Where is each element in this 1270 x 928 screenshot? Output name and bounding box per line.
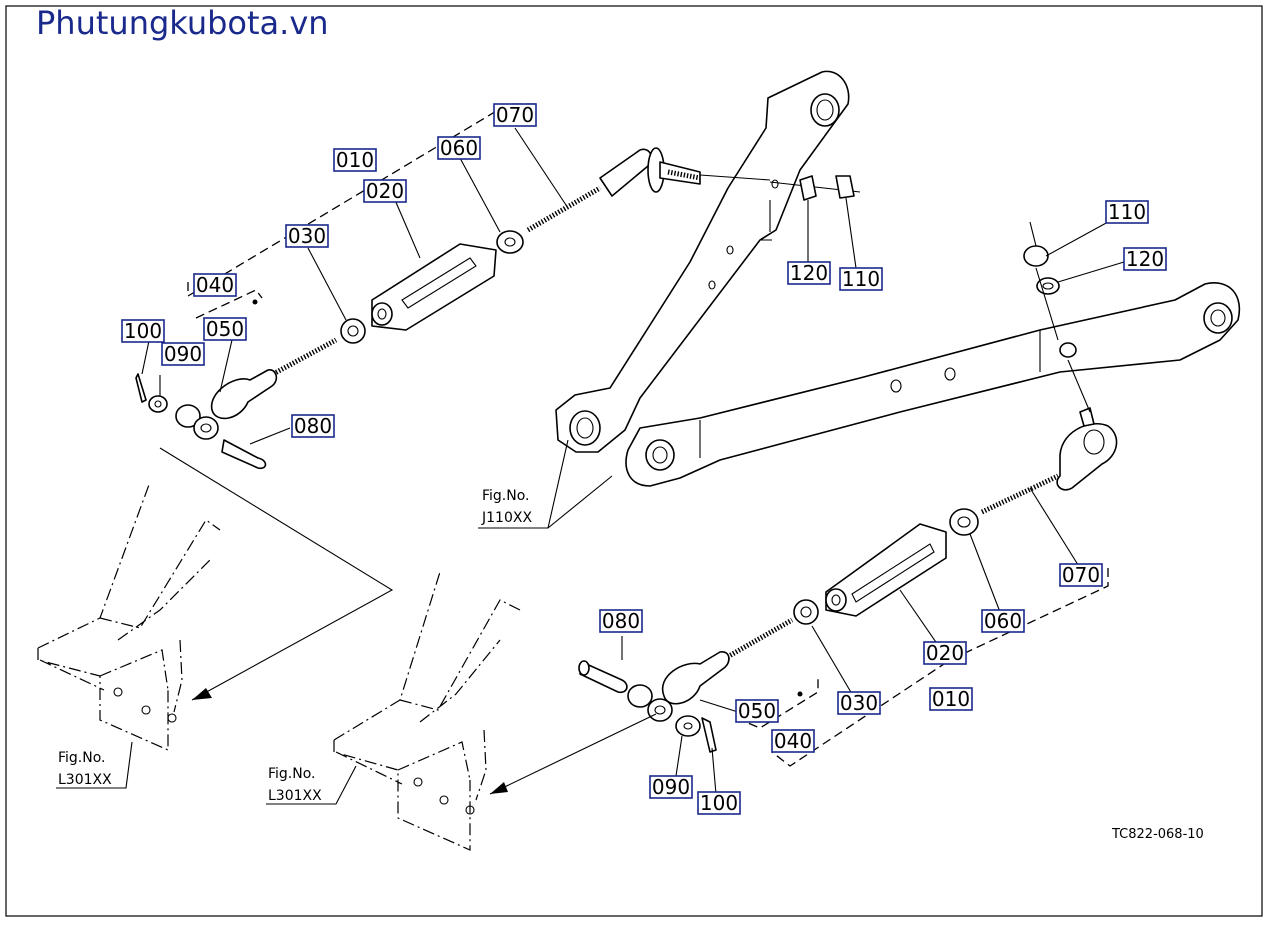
part-label-text: 120: [1126, 247, 1164, 271]
diagram-code: TC822-068-10: [1111, 827, 1204, 842]
part-label-left-040[interactable]: 040: [193, 273, 237, 297]
part-label-left-060[interactable]: 060: [437, 136, 481, 160]
part-label-right-120[interactable]: 120: [1123, 247, 1167, 271]
part-label-right-080[interactable]: 080: [599, 609, 643, 633]
ref-l301-left-line1: Fig.No.: [58, 750, 106, 766]
part-label-text: 100: [124, 319, 162, 343]
part-label-box[interactable]: [193, 273, 237, 297]
ref-leader-j110: [478, 439, 613, 529]
part-label-box[interactable]: [285, 224, 329, 248]
part-label-box[interactable]: [923, 641, 967, 665]
part-label-left-050[interactable]: 050: [203, 317, 247, 341]
lift-arm-lower: [625, 282, 1241, 487]
part-label-box[interactable]: [203, 317, 247, 341]
part-label-box[interactable]: [1105, 200, 1149, 224]
watermark: Phutungkubota.vn: [36, 4, 329, 42]
part-label-right-090[interactable]: 090: [649, 775, 693, 799]
part-label-box[interactable]: [291, 414, 335, 438]
part-label-text: 110: [1108, 200, 1146, 224]
part-label-box[interactable]: [333, 148, 377, 172]
part-label-text: 060: [440, 136, 478, 160]
part-label-text: 050: [738, 699, 776, 723]
lift-arm-upper: [555, 70, 850, 453]
part-label-left-100[interactable]: 100: [121, 319, 165, 343]
part-label-box[interactable]: [1123, 247, 1167, 271]
part-label-text: 020: [366, 179, 404, 203]
ref-l301-left-line2: L301XX: [58, 772, 112, 788]
part-label-text: 030: [288, 224, 326, 248]
ref-l301-right-line1: Fig.No.: [268, 766, 316, 782]
part-label-text: 060: [984, 609, 1022, 633]
part-label-left-080[interactable]: 080: [291, 414, 335, 438]
ref-l301-right-line2: L301XX: [268, 788, 322, 804]
part-label-text: 080: [294, 414, 332, 438]
part-label-box[interactable]: [771, 729, 815, 753]
part-label-right-100[interactable]: 100: [697, 791, 741, 815]
part-label-text: 030: [840, 691, 878, 715]
bracket-right: [333, 571, 657, 851]
part-label-box[interactable]: [121, 319, 165, 343]
part-label-box[interactable]: [1059, 563, 1103, 587]
part-label-right-070[interactable]: 070: [1059, 563, 1103, 587]
part-label-text: 040: [196, 273, 234, 297]
ref-leader-l301-left: [56, 741, 133, 789]
bracket-left: [37, 447, 394, 751]
part-label-left-020[interactable]: 020: [363, 179, 407, 203]
part-label-text: 010: [336, 148, 374, 172]
part-label-right-040[interactable]: 040: [771, 729, 815, 753]
part-label-right-020[interactable]: 020: [923, 641, 967, 665]
part-label-right-060[interactable]: 060: [981, 609, 1025, 633]
part-label-box[interactable]: [837, 691, 881, 715]
part-label-text: 010: [932, 687, 970, 711]
page-border: [5, 5, 1263, 917]
part-label-text: 040: [774, 729, 812, 753]
part-label-text: 090: [164, 342, 202, 366]
check-chain-assembly-right: [578, 359, 1118, 795]
check-chain-assembly-left: [135, 103, 701, 470]
part-label-right-050[interactable]: 050: [735, 699, 779, 723]
part-label-box[interactable]: [161, 342, 205, 366]
nut-washer-right: [1023, 221, 1125, 341]
part-label-box[interactable]: [599, 609, 643, 633]
part-label-left-090[interactable]: 090: [161, 342, 205, 366]
part-label-upper-120[interactable]: 120: [787, 261, 831, 285]
part-label-box[interactable]: [437, 136, 481, 160]
part-label-text: 020: [926, 641, 964, 665]
part-label-text: 070: [1062, 563, 1100, 587]
part-label-box[interactable]: [363, 179, 407, 203]
part-label-text: 050: [206, 317, 244, 341]
part-label-text: 080: [602, 609, 640, 633]
nut-washer-upper: [769, 175, 861, 269]
part-label-right-010[interactable]: 010: [929, 687, 973, 711]
part-label-box[interactable]: [929, 687, 973, 711]
part-label-left-030[interactable]: 030: [285, 224, 329, 248]
ref-j110-line1: Fig.No.: [482, 488, 530, 504]
part-label-box[interactable]: [697, 791, 741, 815]
part-label-box[interactable]: [649, 775, 693, 799]
part-label-text: 070: [496, 103, 534, 127]
ref-j110-line2: J110XX: [481, 510, 532, 526]
part-label-left-070[interactable]: 070: [493, 103, 537, 127]
part-label-box[interactable]: [493, 103, 537, 127]
part-label-right-110[interactable]: 110: [1105, 200, 1149, 224]
part-label-upper-110[interactable]: 110: [839, 267, 883, 291]
part-label-right-030[interactable]: 030: [837, 691, 881, 715]
part-label-text: 090: [652, 775, 690, 799]
part-label-text: 120: [790, 261, 828, 285]
part-label-left-010[interactable]: 010: [333, 148, 377, 172]
part-label-box[interactable]: [839, 267, 883, 291]
part-label-text: 100: [700, 791, 738, 815]
part-label-text: 110: [842, 267, 880, 291]
ref-leader-l301-right: [266, 765, 357, 805]
part-label-box[interactable]: [787, 261, 831, 285]
part-label-box[interactable]: [981, 609, 1025, 633]
part-label-box[interactable]: [735, 699, 779, 723]
